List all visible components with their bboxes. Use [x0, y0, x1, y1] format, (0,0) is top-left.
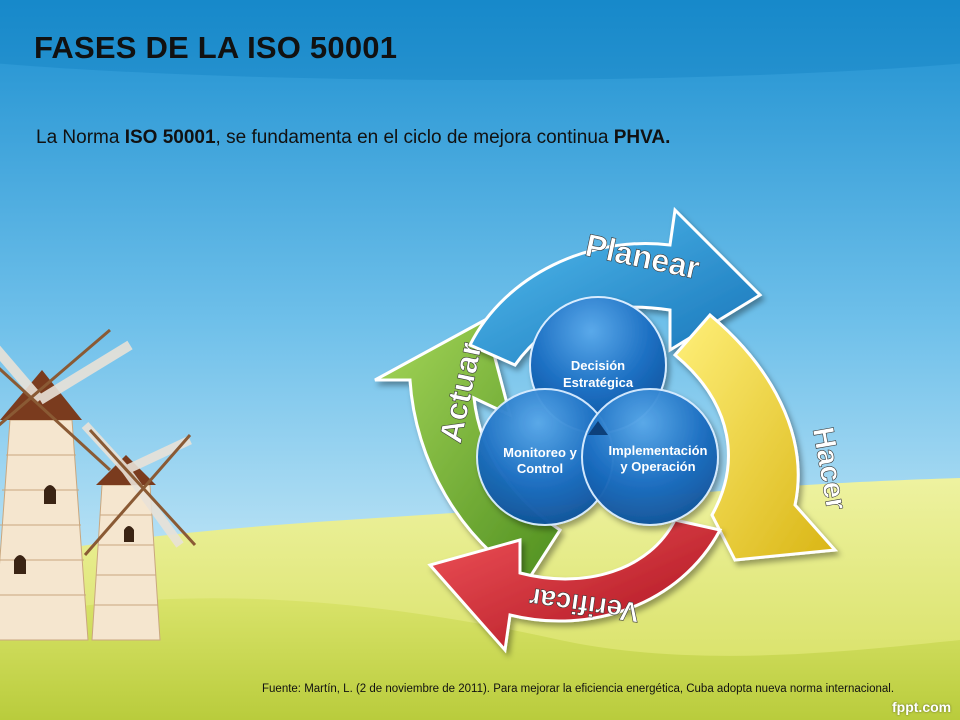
subtitle-bold-iso: ISO 50001 [124, 127, 216, 148]
center-venn [476, 296, 719, 526]
center-triangle [588, 421, 608, 435]
subtitle: La Norma ISO 50001, se fundamenta en el … [36, 127, 670, 149]
source-citation: Fuente: Martín, L. (2 de noviembre de 20… [262, 683, 895, 695]
windmill-left [0, 328, 133, 641]
subtitle-bold-phva: PHVA. [613, 127, 671, 148]
implementacion-label-1: Implementación [609, 443, 708, 458]
hacer-label: Hacer [806, 425, 853, 513]
hacer-arrow [672, 312, 839, 562]
phva-cycle-diagram: Planear Hacer Verificar Actuar Decisión … [374, 206, 853, 654]
subtitle-text-2: , se fundamenta en el ciclo de mejora co… [215, 127, 614, 148]
decision-label-2: Estratégica [563, 375, 634, 390]
implementacion-circle [581, 388, 719, 526]
implementacion-label-2: y Operación [620, 459, 695, 474]
brand-watermark: fppt.com [892, 699, 952, 715]
page-title: FASES DE LA ISO 50001 [34, 30, 398, 65]
windmill-right [81, 421, 197, 641]
decision-label-1: Decisión [571, 358, 625, 373]
verificar-arrow [427, 518, 723, 654]
monitoreo-label-2: Control [517, 461, 563, 476]
subtitle-text-1: La Norma [36, 127, 125, 148]
monitoreo-label-1: Monitoreo y [503, 445, 577, 460]
